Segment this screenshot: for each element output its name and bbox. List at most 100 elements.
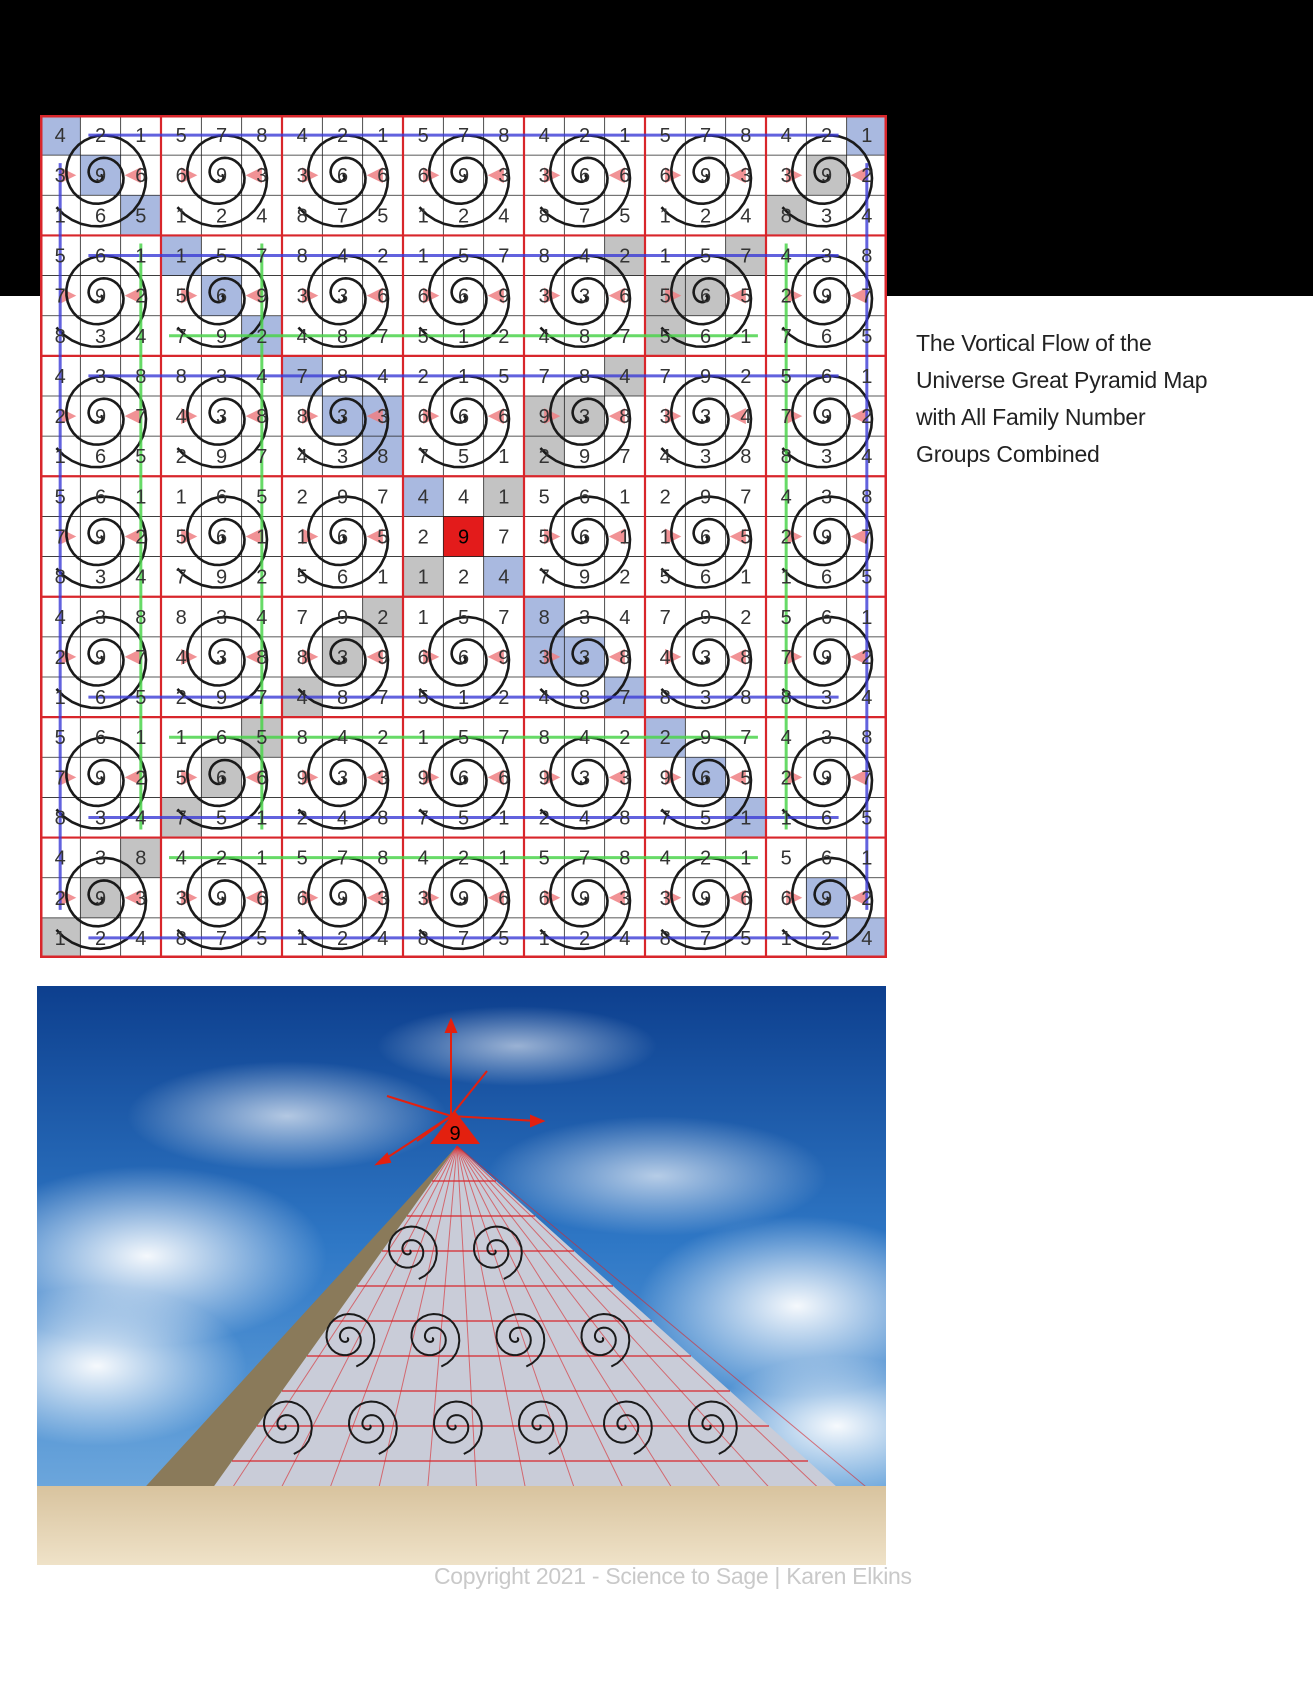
grid-digit: 4 (418, 848, 429, 870)
pink-triangle (665, 408, 682, 425)
grid-digit: 6 (821, 567, 832, 589)
grid-digit: 2 (861, 647, 872, 669)
grid-digit: 3 (216, 607, 227, 629)
grid-digit: 7 (861, 286, 872, 308)
grid-digit: 9 (337, 888, 348, 910)
vortex-spirals (55, 134, 874, 951)
grid-digit: 2 (458, 567, 469, 589)
spiral (55, 134, 148, 228)
grid-digit: 6 (418, 406, 429, 428)
grid-digit: 8 (176, 366, 187, 388)
grid-digit: 4 (135, 567, 146, 589)
grid-digit: 3 (95, 326, 106, 348)
grid-digit: 7 (861, 527, 872, 549)
pink-triangle (729, 528, 746, 545)
grid-digit: 3 (337, 286, 348, 308)
grid-digit: 7 (216, 928, 227, 950)
spiral (176, 495, 269, 589)
grid-digit: 9 (821, 767, 832, 789)
grid-digit: 2 (740, 366, 751, 388)
grid-digit: 3 (539, 165, 550, 187)
grid-digit: 9 (660, 767, 671, 789)
grid-digit: 8 (579, 326, 590, 348)
grid-digit: 5 (135, 205, 146, 227)
pink-triangle (60, 648, 77, 665)
grid-digit: 6 (700, 767, 711, 789)
spiral (539, 615, 632, 710)
pink-triangle (487, 889, 504, 906)
spiral (539, 374, 632, 469)
grid-digit: 5 (539, 486, 550, 508)
grid-digit: 4 (418, 486, 429, 508)
caption-line-2: Universe Great Pyramid Map (916, 367, 1208, 393)
pink-triangle (729, 889, 746, 906)
grid-digit: 9 (458, 527, 469, 549)
pyramid-spiral (495, 1312, 546, 1368)
pink-triangle (544, 408, 561, 425)
grid-digit: 6 (700, 527, 711, 549)
pink-triangle (665, 889, 682, 906)
spiral (660, 495, 753, 589)
spiral (660, 374, 753, 469)
grid-digit: 7 (579, 848, 590, 870)
grid-digit: 6 (216, 286, 227, 308)
grid-digit: 1 (781, 808, 792, 830)
spiral (176, 254, 269, 349)
pyramid-column-line (456, 1145, 728, 1497)
grid-digit: 7 (660, 607, 671, 629)
grid-digit: 4 (740, 205, 751, 227)
grid-digit: 5 (458, 727, 469, 749)
grid-digit: 1 (297, 527, 308, 549)
spiral (539, 495, 632, 589)
spiral (781, 736, 874, 830)
pink-triangle (608, 889, 625, 906)
grid-digit: 4 (256, 205, 267, 227)
grid-digit: 9 (458, 888, 469, 910)
grid-digit: 7 (660, 366, 671, 388)
grid-digit: 6 (216, 767, 227, 789)
grid-digit: 9 (821, 888, 832, 910)
grid-digit: 9 (337, 486, 348, 508)
pink-triangle (423, 648, 440, 665)
spiral (781, 495, 874, 589)
grid-digit: 5 (660, 286, 671, 308)
grid-digit: 3 (821, 446, 832, 468)
grid-digit: 7 (740, 246, 751, 268)
grid-digit: 4 (539, 687, 550, 709)
grid-digit: 7 (781, 647, 792, 669)
grid-digit: 4 (660, 647, 671, 669)
grid-digit: 7 (498, 527, 509, 549)
blue-flow-lines (58, 133, 869, 940)
spiral (781, 134, 874, 228)
spiral (55, 736, 148, 830)
grid-digit: 2 (55, 406, 66, 428)
grid-digit: 3 (95, 808, 106, 830)
grid-digit: 7 (740, 727, 751, 749)
grid-digit: 5 (418, 326, 429, 348)
pyramid-column-line (456, 1145, 528, 1497)
spiral (55, 856, 148, 951)
spiral (781, 856, 874, 951)
grid-digit: 9 (95, 647, 106, 669)
pink-triangle (665, 769, 682, 786)
pink-triangle (729, 769, 746, 786)
highlight-cell (524, 436, 565, 477)
grid-digit: 8 (539, 727, 550, 749)
grid-digit: 5 (176, 527, 187, 549)
pyramid-column-line (456, 1145, 478, 1497)
pink-triangle (608, 769, 625, 786)
pink-triangle (786, 528, 803, 545)
grid-digit: 6 (458, 406, 469, 428)
caption-line-4: Groups Combined (916, 441, 1100, 467)
spiral (418, 736, 511, 830)
grid-digit: 4 (498, 205, 509, 227)
grid-digit: 1 (740, 848, 751, 870)
pink-triangle (245, 408, 262, 425)
grid-digit: 5 (660, 567, 671, 589)
grid-digit: 8 (377, 446, 388, 468)
grid-digit: 9 (539, 767, 550, 789)
pink-triangle (60, 528, 77, 545)
grid-digit: 6 (337, 527, 348, 549)
grid-digit: 9 (700, 165, 711, 187)
grid-digit: 2 (176, 446, 187, 468)
